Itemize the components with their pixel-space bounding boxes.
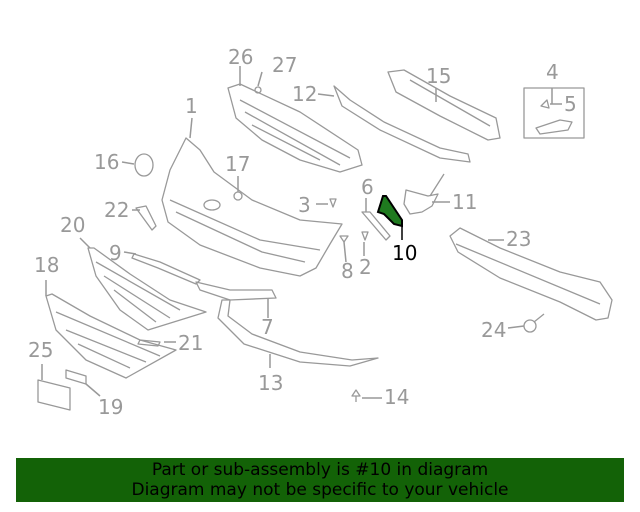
part-10-bracket[interactable] (376, 195, 403, 228)
callout-labels: 26 27 12 15 4 5 1 16 17 3 6 11 22 20 9 1… (28, 45, 577, 419)
callout-22: 22 (104, 198, 129, 222)
callout-9: 9 (109, 241, 122, 265)
part-14-clip[interactable] (351, 389, 361, 402)
part-9-strip[interactable] (131, 253, 201, 285)
part-27-clip[interactable] (254, 86, 262, 94)
part-26-grille-reinforcement[interactable] (227, 83, 363, 173)
info-banner: Part or sub-assembly is #10 in diagram D… (16, 458, 624, 502)
callout-5: 5 (564, 92, 577, 116)
callout-10-highlighted: 10 (392, 241, 417, 265)
part-2-clip[interactable] (361, 231, 369, 241)
part-7-strip[interactable] (195, 281, 277, 301)
callout-4: 4 (546, 60, 559, 84)
part-16-ring[interactable] (134, 153, 154, 177)
part-18-grille[interactable] (45, 293, 177, 379)
part-12-molding[interactable] (333, 85, 471, 163)
leader-lines (41, 66, 562, 399)
part-3-clip[interactable] (329, 198, 337, 208)
part-13-lip[interactable] (217, 299, 379, 367)
callout-2: 2 (359, 255, 372, 279)
callout-11: 11 (452, 190, 477, 214)
part-20-grille[interactable] (87, 247, 207, 331)
callout-14: 14 (384, 385, 409, 409)
part-17-clip[interactable] (233, 191, 243, 201)
part-8-clip[interactable] (339, 235, 349, 243)
callout-16: 16 (94, 150, 119, 174)
callout-3: 3 (298, 193, 311, 217)
callout-8: 8 (341, 259, 354, 283)
banner-part-note: Part or sub-assembly is #10 in diagram (151, 460, 489, 480)
part-1-bumper-cover[interactable] (161, 137, 343, 277)
part-24-bolt[interactable] (523, 313, 545, 333)
part-22-lamp[interactable] (135, 205, 157, 231)
callout-19: 19 (98, 395, 123, 419)
callout-27: 27 (272, 53, 297, 77)
callout-13: 13 (258, 371, 283, 395)
callout-26: 26 (228, 45, 253, 69)
callout-18: 18 (34, 253, 59, 277)
part-23-reinforcement[interactable] (449, 227, 613, 321)
callout-25: 25 (28, 338, 53, 362)
callout-17: 17 (225, 152, 250, 176)
part-25-plate[interactable] (37, 379, 71, 411)
callout-20: 20 (60, 213, 85, 237)
part-6-strip[interactable] (361, 211, 391, 241)
callout-21: 21 (178, 331, 203, 355)
part-21-strip[interactable] (137, 339, 161, 347)
callout-7: 7 (261, 315, 274, 339)
callout-23: 23 (506, 227, 531, 251)
part-4-5-box[interactable] (523, 87, 585, 139)
callout-1: 1 (185, 94, 198, 118)
part-15-absorber[interactable] (387, 69, 501, 141)
part-19-bracket[interactable] (65, 369, 87, 385)
callout-12: 12 (292, 82, 317, 106)
callout-24: 24 (481, 318, 506, 342)
callout-6: 6 (361, 175, 374, 199)
banner-disclaimer: Diagram may not be specific to your vehi… (131, 480, 509, 500)
part-11-bracket[interactable] (403, 173, 445, 215)
callout-15: 15 (426, 64, 451, 88)
